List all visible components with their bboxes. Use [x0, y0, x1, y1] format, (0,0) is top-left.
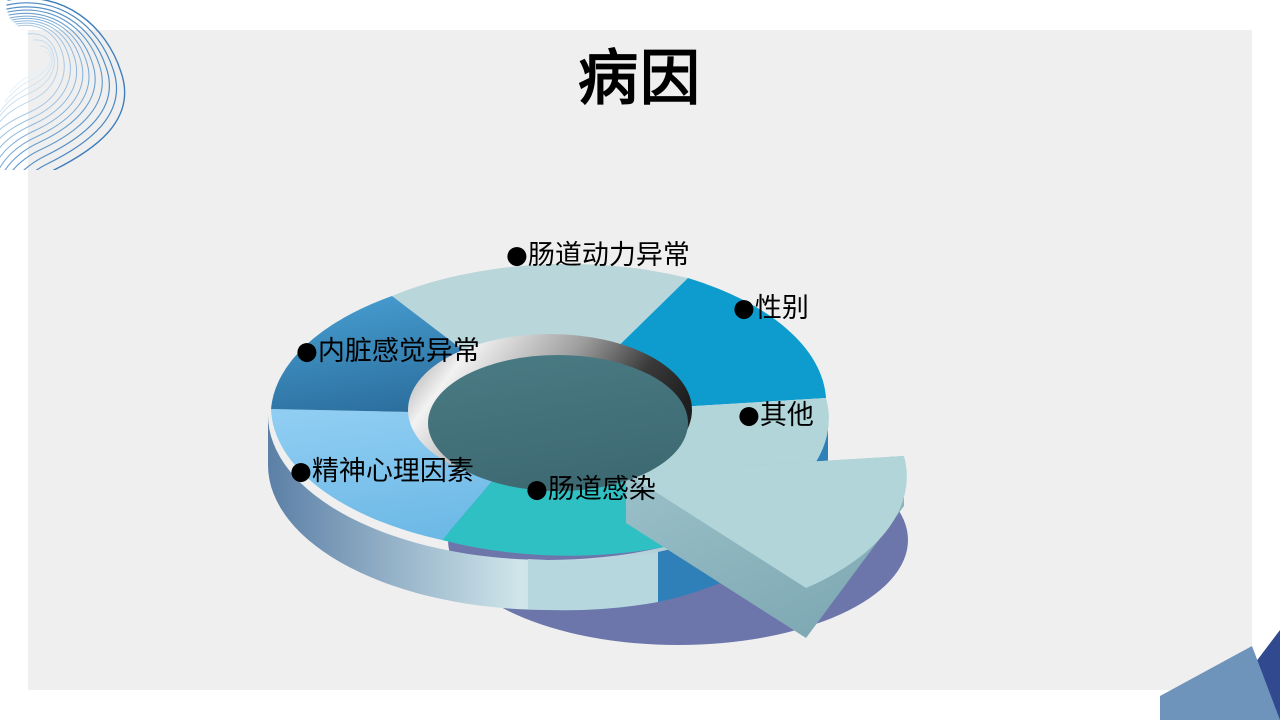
etiology-pie-chart[interactable]: ●肠道动力异常 ●性别 ●内脏感觉异常 ●其他 ●精神心理因素 ●肠道感染 — [228, 180, 988, 650]
bullet-icon: ● — [296, 336, 318, 365]
slice-label-gender: ●性别 — [733, 295, 809, 322]
slice-label-motility: ●肠道动力异常 — [506, 242, 690, 269]
slice-other-exploded — [626, 456, 907, 638]
slice-label-psychological: ●精神心理因素 — [290, 458, 474, 485]
slice-label-motility-text: 肠道动力异常 — [527, 240, 690, 271]
content-panel: 病因 — [28, 30, 1252, 690]
bullet-icon: ● — [506, 240, 528, 269]
slice-label-visceral-text: 内脏感觉异常 — [317, 336, 480, 367]
slice-label-infection-text: 肠道感染 — [547, 474, 656, 505]
slice-label-visceral: ●内脏感觉异常 — [296, 338, 480, 365]
bullet-icon: ● — [526, 474, 548, 503]
slice-label-other: ●其他 — [738, 402, 814, 429]
bullet-icon: ● — [738, 400, 760, 429]
slice-label-gender-text: 性别 — [754, 293, 809, 324]
bullet-icon: ● — [733, 293, 755, 322]
slice-label-psychological-text: 精神心理因素 — [311, 456, 474, 487]
bullet-icon: ● — [290, 456, 312, 485]
pie-chart-graphic — [268, 263, 908, 645]
disc-side-wall-right2 — [528, 552, 658, 611]
donut-hole-inner — [428, 355, 688, 491]
slice-other-top — [626, 456, 907, 588]
slice-label-other-text: 其他 — [759, 400, 814, 431]
page-title: 病因 — [578, 45, 702, 112]
slice-label-infection: ●肠道感染 — [526, 476, 656, 503]
